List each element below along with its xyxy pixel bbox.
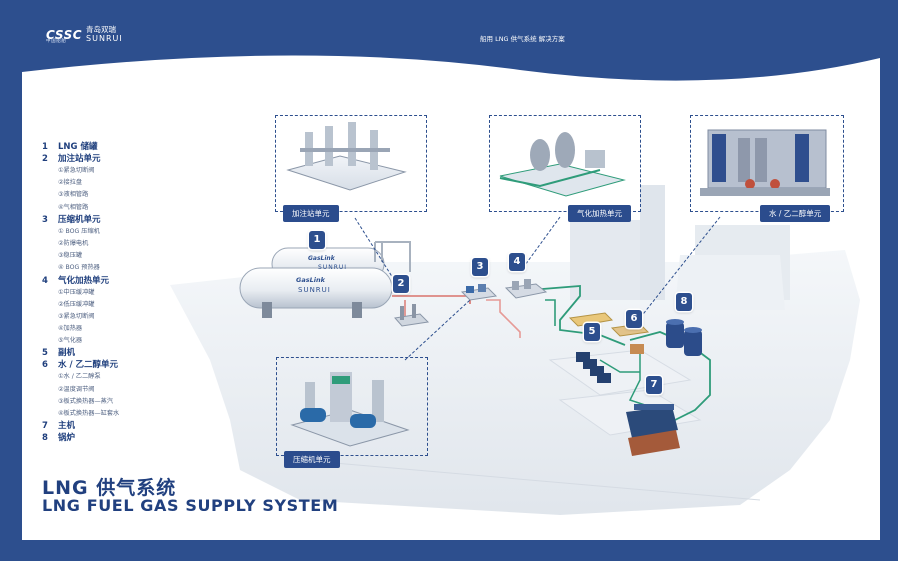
legend-item-number: 7 [42, 421, 48, 432]
legend-subitem: ⑤气化器 [58, 337, 83, 345]
component-legend: 1 LNG 储罐 2 加注站单元 ①紧急切断阀 ②接拉盘 ③液相管路 ④气相管路 3 压缩机单元 ①… [42, 141, 162, 444]
legend-subitem: ④ BOG 预热器 [58, 264, 100, 272]
legend-subitem: ③稳压罐 [58, 252, 83, 260]
legend-item-number: 8 [42, 433, 48, 444]
vaporizer-callout-box [489, 115, 641, 212]
legend-item-label: LNG 储罐 [58, 142, 98, 152]
vaporizer-skid [504, 279, 548, 299]
vaporizer-illustration [499, 132, 626, 197]
bunker-callout-tag: 加注站单元 [283, 205, 339, 222]
compressor-skid [460, 284, 498, 301]
legend-item-label: 水 / 乙二醇单元 [58, 360, 119, 371]
badge-1[interactable]: 1 [309, 231, 325, 249]
legend-item-number: 4 [42, 275, 48, 286]
legend-subitem: ③紧急切断阀 [58, 312, 95, 320]
legend-subitem: ③液相管路 [58, 191, 89, 199]
legend-item-number: 1 [42, 142, 48, 152]
legend-item: 4 气化加热单元 [42, 275, 162, 287]
legend-item-number: 2 [42, 154, 48, 164]
legend-subitem: ①中压缓冲罐 [58, 288, 95, 296]
glycol-callout-tag: 水 / 乙二醇单元 [760, 205, 831, 222]
legend-subitem: ④加热器 [58, 325, 83, 333]
badge-2[interactable]: 2 [393, 275, 409, 293]
badge-8[interactable]: 8 [676, 293, 692, 311]
legend-item: 6 水 / 乙二醇单元 [42, 359, 162, 371]
legend-item-label: 锅炉 [58, 433, 76, 444]
legend-subitem: ④板式换热器—缸套水 [58, 410, 120, 417]
legend-item: 3 压缩机单元 [42, 214, 162, 226]
legend-subitem: ① BOG 压缩机 [58, 227, 100, 235]
bunker-callout-box [275, 115, 427, 212]
legend-subitem: ④气相管路 [58, 203, 89, 211]
glycol-unit-illustration [700, 129, 830, 196]
bunker-station-illustration [286, 122, 407, 191]
legend-subitem: ①水 / 乙二醇泵 [58, 373, 101, 381]
title-en: LNG FUEL GAS SUPPLY SYSTEM [42, 496, 339, 515]
legend-item-number: 5 [42, 348, 48, 359]
legend-item-label: 主机 [58, 421, 76, 432]
badge-7[interactable]: 7 [646, 376, 662, 394]
tank-rear-maker: SUNRUI [318, 264, 348, 271]
header-title: 船用 LNG 供气系统 解决方案 [480, 35, 565, 43]
logo-en: SUNRUI [86, 34, 123, 43]
legend-item: 7 主机 [42, 420, 162, 432]
legend-subitem: ③板式换热器—蒸汽 [58, 397, 114, 405]
legend-item-label: 气化加热单元 [58, 275, 110, 286]
vaporizer-callout-tag: 气化加热单元 [568, 205, 631, 222]
badge-3[interactable]: 3 [472, 258, 488, 276]
legend-item-label: 压缩机单元 [58, 214, 101, 225]
tank-rear-brand: GasLink [308, 255, 335, 262]
legend-item-label: 加注站单元 [58, 154, 101, 164]
glycol-callout-box [690, 115, 844, 212]
title-cn: LNG 供气系统 [42, 477, 177, 499]
legend-item: 1 LNG 储罐 [42, 141, 162, 153]
legend-item-number: 3 [42, 214, 48, 225]
compressor-callout-box [276, 357, 428, 456]
tank-front-brand: GasLink [296, 276, 325, 284]
compressor-callout-tag: 压缩机单元 [284, 451, 340, 468]
legend-subitem: ②接拉盘 [58, 179, 83, 187]
badge-6[interactable]: 6 [626, 310, 642, 328]
logo-sub: 中国船舶 [46, 39, 67, 44]
tank-front-maker: SUNRUI [298, 286, 331, 294]
legend-item: 2 加注站单元 [42, 153, 162, 165]
badge-5[interactable]: 5 [584, 323, 600, 341]
legend-item: 5 副机 [42, 347, 162, 359]
main-engine [626, 404, 680, 456]
legend-subitem: ①紧急切断阀 [58, 167, 95, 174]
lng-tank-front [239, 267, 393, 318]
boilers [666, 319, 702, 356]
logo-mark: CSSC [46, 27, 83, 42]
legend-subitem: ②低压缓冲罐 [58, 300, 95, 308]
legend-subitem: ②防爆电机 [58, 239, 89, 247]
logo-cn: 青岛双瑞 [86, 25, 117, 34]
legend-item-label: 副机 [58, 348, 76, 359]
legend-item-number: 6 [42, 360, 48, 371]
badge-4[interactable]: 4 [509, 253, 525, 271]
legend-item: 8 锅炉 [42, 432, 162, 444]
auxiliary-engines [568, 312, 614, 383]
bunker-station-unit [394, 304, 430, 327]
legend-subitem: ②温度调节阀 [58, 385, 95, 393]
compressor-illustration [290, 372, 410, 447]
brand-logo: CSSC 青岛双瑞 SUNRUI 中国船舶 [46, 25, 123, 45]
